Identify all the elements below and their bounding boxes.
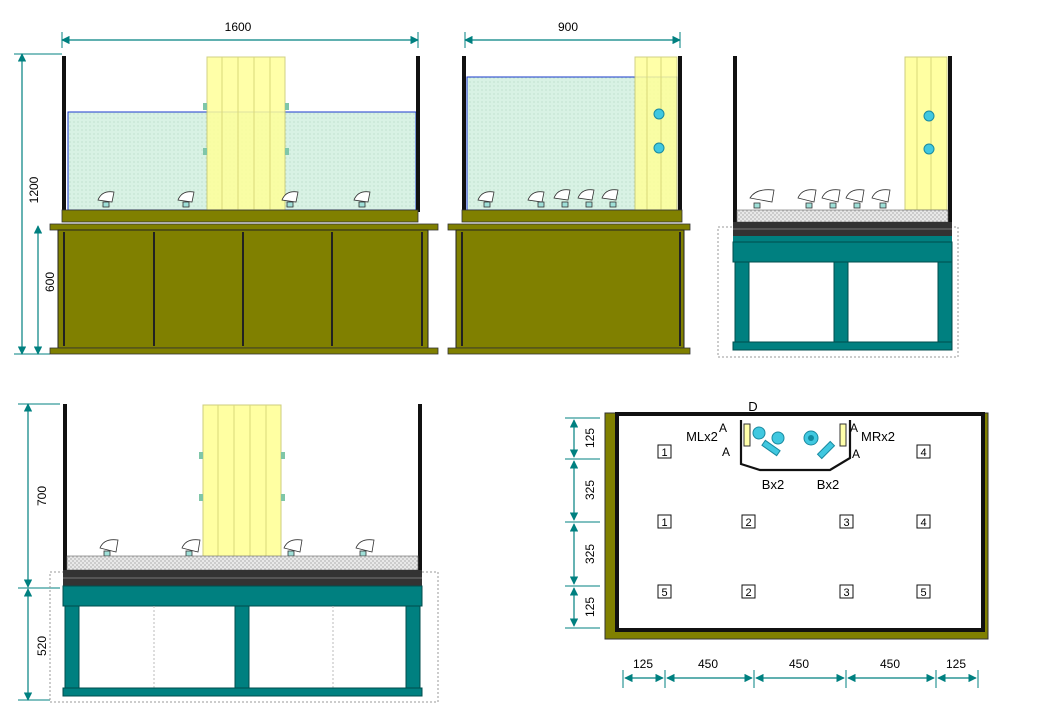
plan-col-5-label: 125 <box>946 657 966 671</box>
overflow-label: D <box>748 399 757 414</box>
lower-tank-height-label: 700 <box>35 486 49 506</box>
side-width-label: 900 <box>558 20 578 34</box>
plan-vertical-dims: 125 325 325 125 <box>565 417 600 629</box>
side-cabinet <box>455 229 685 349</box>
plan-col-4-label: 450 <box>880 657 900 671</box>
a-label-bottom-right: A <box>852 447 860 461</box>
pump-box-label: 2 <box>745 517 751 529</box>
plan-col-2-label: 450 <box>698 657 718 671</box>
bulkhead-right-label: Bx2 <box>817 477 839 492</box>
plan-row-2-label: 325 <box>583 480 597 500</box>
pump-boxes: 1 4 1 2 3 4 5 2 3 5 <box>657 444 931 599</box>
plan-col-3-label: 450 <box>789 657 809 671</box>
lower-stand-height-label: 520 <box>35 636 49 656</box>
plan-row-3-label: 325 <box>583 544 597 564</box>
left-return-label: MLx2 <box>686 429 718 444</box>
a-label-bottom-left: A <box>722 445 730 459</box>
section-view-lower: 700 520 <box>18 403 439 703</box>
plan-horizontal-dims: 125 450 450 450 125 <box>622 657 979 688</box>
pump-box-label: 5 <box>661 587 667 599</box>
plan-view: D MLx2 MRx2 A A A A Bx2 Bx2 1 4 1 2 3 4 … <box>565 399 989 688</box>
overflow-column <box>206 56 286 211</box>
pump-box-label: 1 <box>661 517 667 529</box>
side-view: 900 <box>447 20 691 355</box>
pump-box-label: 3 <box>843 587 849 599</box>
right-return-label: MRx2 <box>861 429 895 444</box>
pump-box-label: 3 <box>843 517 849 529</box>
front-pumps <box>97 191 371 208</box>
front-width-label: 1600 <box>225 20 252 34</box>
plan-col-1-label: 125 <box>633 657 653 671</box>
a-label-top-right: A <box>850 421 858 435</box>
front-stand-height-label: 600 <box>43 272 57 292</box>
pump-box-label: 4 <box>920 447 926 459</box>
plan-row-1-label: 125 <box>583 428 597 448</box>
front-tank-height-label: 1200 <box>27 176 41 203</box>
plan-fittings <box>743 423 847 460</box>
pump-box-label: 1 <box>661 447 667 459</box>
section-view-right <box>717 56 959 358</box>
bulkhead-left-label: Bx2 <box>762 477 784 492</box>
pump-box-label: 2 <box>745 587 751 599</box>
pump-box-label: 5 <box>920 587 926 599</box>
plan-row-4-label: 125 <box>583 597 597 617</box>
a-label-top-left: A <box>719 421 727 435</box>
pump-box-label: 4 <box>920 517 926 529</box>
front-view: 1600 1200 600 <box>14 20 439 355</box>
